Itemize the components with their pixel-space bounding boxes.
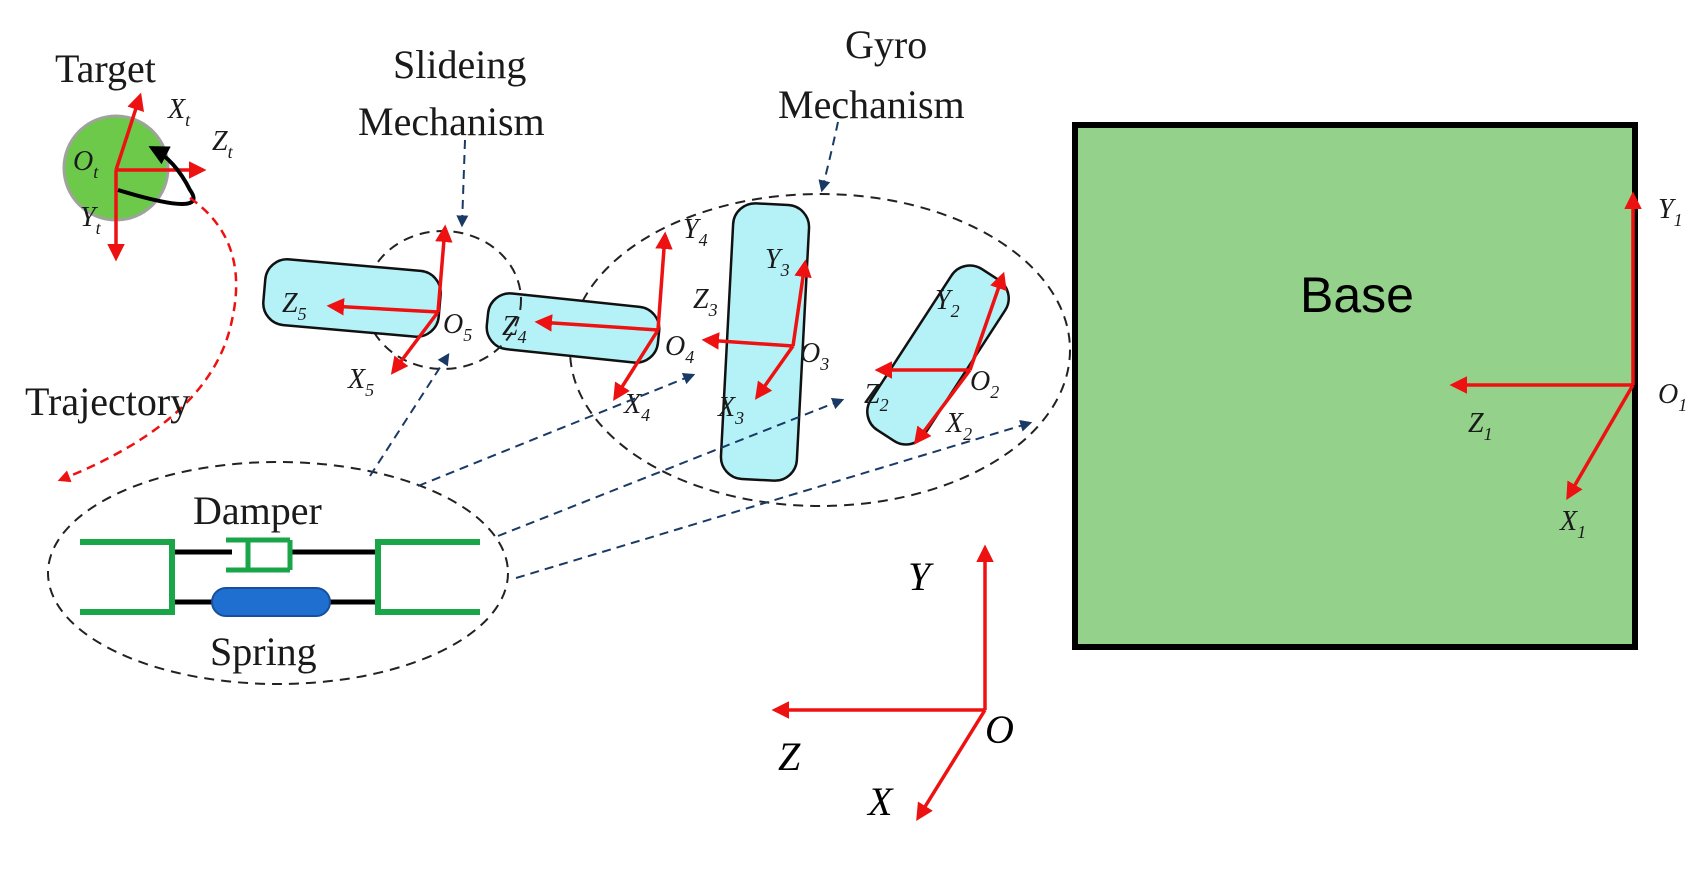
sliding-label-line1: Slideing xyxy=(393,42,526,87)
svg-text:Z5: Z5 xyxy=(282,288,307,324)
damper-body xyxy=(226,537,293,573)
gyro-label-line1: Gyro xyxy=(845,22,927,67)
svg-text:Y4: Y4 xyxy=(683,214,708,250)
svg-text:O1: O1 xyxy=(1658,379,1687,415)
svg-text:X5: X5 xyxy=(347,364,374,400)
svg-text:X: X xyxy=(866,779,894,824)
axis-x1 xyxy=(1566,384,1635,501)
svg-text:Z4: Z4 xyxy=(502,311,527,347)
svg-text:Y2: Y2 xyxy=(935,285,960,321)
svg-text:Z2: Z2 xyxy=(864,379,889,415)
trajectory-label: Trajectory xyxy=(25,379,190,424)
pointer-joint3 xyxy=(497,397,845,537)
pointer-joint5 xyxy=(369,352,450,477)
sliding-label-line2: Mechanism xyxy=(358,99,545,144)
svg-text:X3: X3 xyxy=(717,392,744,428)
svg-text:O2: O2 xyxy=(970,366,999,402)
frame-3: Y3 O3 Z3 X3 xyxy=(693,244,829,428)
svg-text:Yt: Yt xyxy=(80,202,102,238)
link-4 xyxy=(485,292,661,364)
frame-2: Y2 O2 Z2 X2 xyxy=(864,271,1007,445)
svg-text:Y3: Y3 xyxy=(765,244,790,280)
frame-1: Y1 O1 Z1 X1 xyxy=(1449,191,1687,542)
svg-text:X1: X1 xyxy=(1559,506,1586,542)
svg-text:Zt: Zt xyxy=(212,126,234,162)
svg-text:Z: Z xyxy=(778,734,801,779)
frame-5: Z5 O5 X5 xyxy=(282,224,472,400)
svg-text:Y: Y xyxy=(908,554,934,599)
svg-text:Y1: Y1 xyxy=(1658,194,1683,230)
frame-world: Y O Z X xyxy=(771,544,1014,824)
spring-label: Spring xyxy=(210,629,317,674)
pointer-joint4 xyxy=(417,373,696,487)
svg-text:Ot: Ot xyxy=(73,146,99,182)
svg-text:X2: X2 xyxy=(945,408,972,444)
svg-text:O4: O4 xyxy=(665,331,694,367)
trajectory-path xyxy=(57,196,238,483)
damper-label: Damper xyxy=(193,488,322,533)
spring-damper-detail: Damper Spring xyxy=(80,488,480,674)
target-label: Target xyxy=(55,46,156,91)
frame-t: Xt Zt Ot Yt xyxy=(73,92,234,262)
svg-text:Z3: Z3 xyxy=(693,284,718,320)
rotation-arrow xyxy=(117,146,196,206)
spring-damper-ellipse xyxy=(47,461,509,685)
frame-4: Y4 O4 Z4 X4 xyxy=(502,214,708,425)
svg-text:O3: O3 xyxy=(800,338,829,374)
svg-text:Z1: Z1 xyxy=(1468,408,1493,444)
gyro-label-line2: Mechanism xyxy=(778,82,965,127)
svg-text:Xt: Xt xyxy=(167,94,191,130)
gyro-pointer xyxy=(818,121,839,193)
svg-text:O5: O5 xyxy=(443,309,472,345)
spring-body xyxy=(211,587,331,617)
base-label: Base xyxy=(1300,267,1414,323)
sliding-pointer xyxy=(456,139,469,228)
svg-text:O: O xyxy=(985,707,1014,752)
svg-text:X4: X4 xyxy=(623,389,650,425)
